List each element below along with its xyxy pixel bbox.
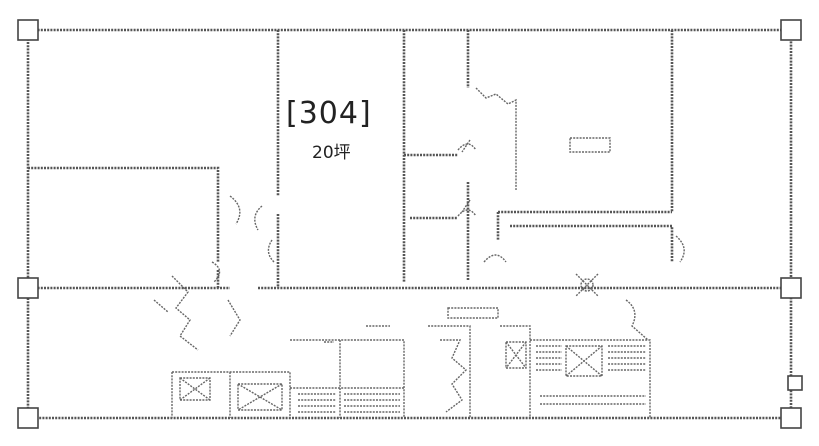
door-swing <box>211 195 275 283</box>
elevator-box <box>179 377 211 401</box>
toilet-outline <box>440 339 468 413</box>
left-room-wall <box>28 166 220 288</box>
elevator-cross <box>565 345 603 377</box>
column <box>17 407 39 429</box>
room-area: 20坪 <box>312 143 351 163</box>
counter <box>447 307 499 319</box>
central-wall <box>404 30 470 280</box>
fixture-mark <box>580 278 594 292</box>
outer-wall <box>26 28 793 420</box>
door-swing <box>153 275 241 351</box>
room-number: [304] <box>286 96 372 131</box>
elevator-box <box>505 341 527 369</box>
elevator-box <box>565 345 603 377</box>
fixture <box>569 137 611 153</box>
core-wall <box>171 339 405 418</box>
door-swing <box>625 299 649 341</box>
elevator-cross <box>179 377 211 401</box>
door-swing <box>457 143 685 263</box>
right-room-wall <box>496 30 674 262</box>
column <box>17 277 39 299</box>
stair-treads <box>298 345 646 413</box>
elevator-cross <box>505 341 527 369</box>
column <box>17 19 39 41</box>
notch-wall <box>461 87 517 213</box>
column <box>780 407 802 429</box>
column <box>780 277 802 299</box>
elevator-cross <box>237 383 283 411</box>
column <box>780 19 802 41</box>
column <box>787 375 803 391</box>
fixture-mark <box>324 273 599 343</box>
core-wall <box>428 325 651 418</box>
